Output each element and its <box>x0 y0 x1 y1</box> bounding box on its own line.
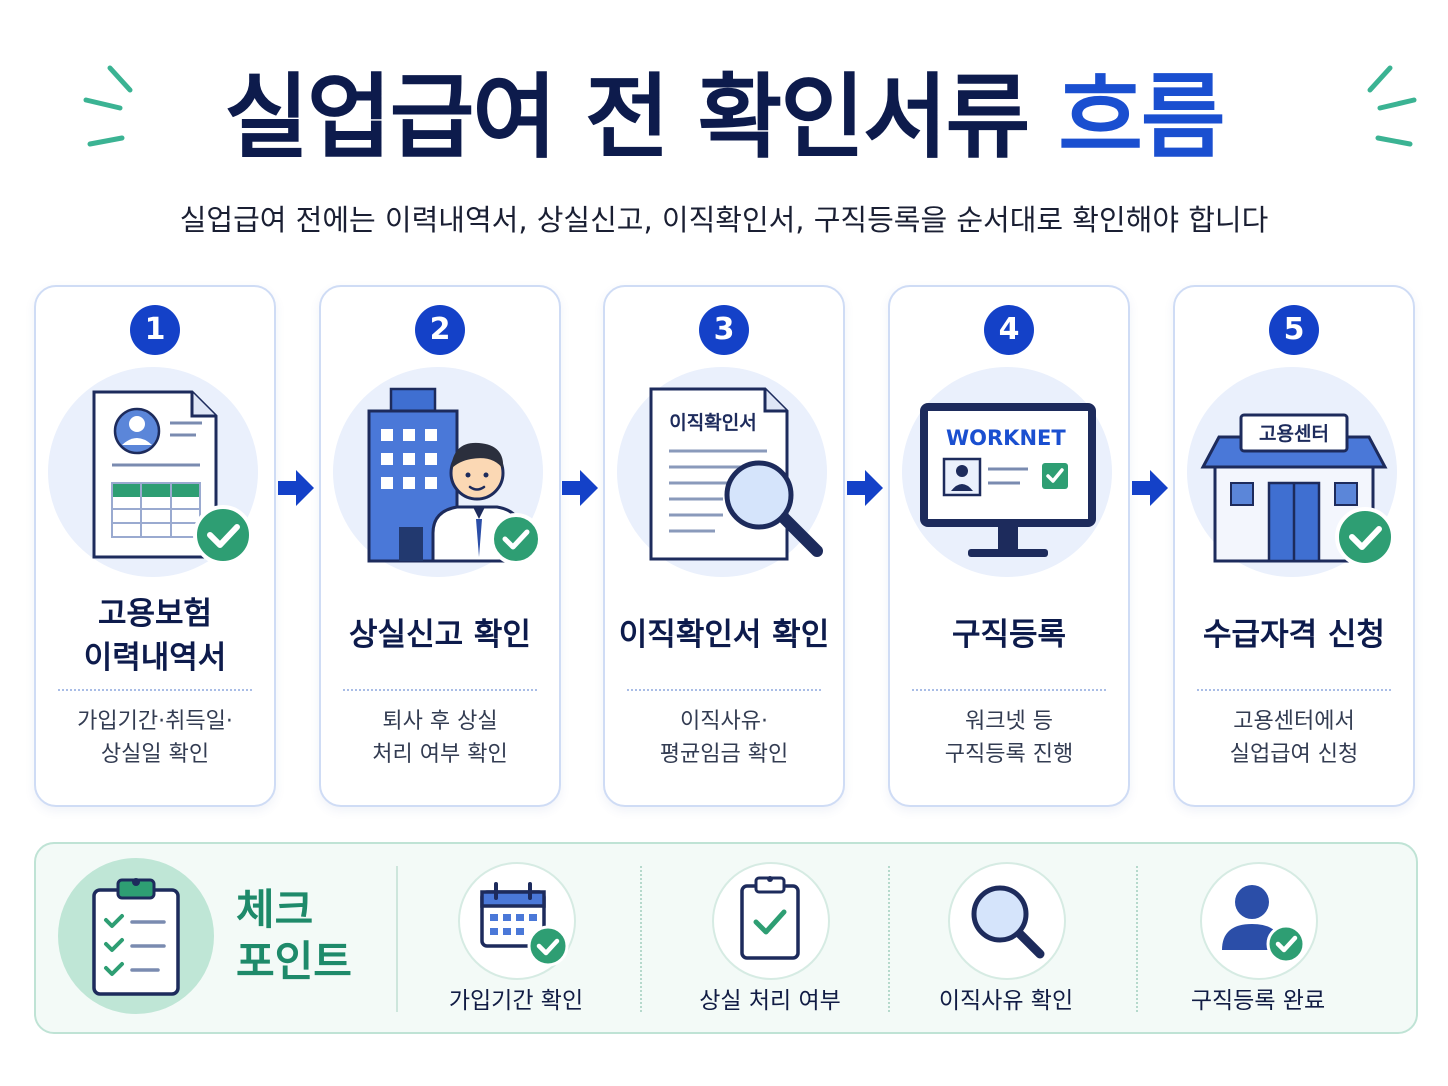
divider <box>1197 689 1391 691</box>
item-circle <box>1200 862 1318 980</box>
step-title-line2: 이력내역서 <box>83 640 227 676</box>
step-description: 이직사유· 평균임금 확인 <box>605 705 843 771</box>
divider <box>912 689 1106 691</box>
step-desc-line2: 실업급여 신청 <box>1229 742 1359 767</box>
divider <box>58 689 252 691</box>
step-description: 워크넷 등 구직등록 진행 <box>890 705 1128 771</box>
checkpoint-item-4: 구직등록 완료 <box>1158 862 1358 1022</box>
checkpoint-item-2: 상실 처리 여부 <box>670 862 870 1022</box>
arrow-right-icon <box>1132 470 1168 506</box>
step-number-badge: 1 <box>130 305 180 355</box>
checkpoint-item-label: 상실 처리 여부 <box>699 988 841 1014</box>
user-check-icon <box>1222 885 1306 964</box>
building-person-icon <box>367 387 542 565</box>
step-title: 고용보험 이력내역서 <box>36 592 274 680</box>
clipboard-checklist-icon <box>92 878 180 996</box>
checkpoint-title-line2: 포인트 <box>236 937 352 986</box>
title-main: 실업급여 전 확인서류 <box>224 64 1030 171</box>
checkpoint-panel: 체크 포인트 가입기간 확인 상실 처리 여부 <box>34 842 1418 1034</box>
divider <box>343 689 537 691</box>
divider <box>640 866 642 1012</box>
divider <box>627 689 821 691</box>
step-title: 상실신고 확인 <box>349 617 531 653</box>
step-title-line1: 고용보험 <box>97 596 213 632</box>
sparkle-right-icon <box>1367 65 1417 147</box>
step-card-5: 5 고용센터 수급자격 신청 고용센터에서 실업급여 신청 <box>1173 285 1415 807</box>
step-desc-line1: 퇴사 후 상실 <box>382 709 498 734</box>
step-desc-line2: 상실일 확인 <box>100 742 210 767</box>
monitor-icon: WORKNET <box>920 403 1096 557</box>
step-title: 수급자격 신청 <box>1203 617 1385 653</box>
step-desc-line2: 구직등록 진행 <box>944 742 1074 767</box>
divider <box>888 866 890 1012</box>
step-desc-line1: 가입기간·취득일· <box>77 709 233 734</box>
step-card-2: 2 상실신고 확인 퇴사 후 상실 처리 여부 확인 <box>319 285 561 807</box>
step-description: 퇴사 후 상실 처리 여부 확인 <box>321 705 559 771</box>
doc-label: 이직확인서 <box>669 411 756 434</box>
step-number-badge: 2 <box>415 305 465 355</box>
sparkle-left-icon <box>83 65 133 147</box>
step-card-1: 1 고용보험 이력내역서 가입기간·취득일· 상실일 확인 <box>34 285 276 807</box>
divider <box>1136 866 1138 1012</box>
magnifier-icon <box>971 885 1045 959</box>
step-desc-line1: 워크넷 등 <box>965 709 1053 734</box>
step-number-badge: 4 <box>984 305 1034 355</box>
step-number-badge: 3 <box>699 305 749 355</box>
checkpoint-item-3: 이직사유 확인 <box>906 862 1106 1022</box>
arrow-right-icon <box>847 470 883 506</box>
step-card-4: 4 WORKNET 구직등록 워크넷 등 구직등록 진행 <box>888 285 1130 807</box>
checkpoint-title: 체크 포인트 <box>236 884 352 988</box>
step-desc-line1: 고용센터에서 <box>1233 709 1355 734</box>
checkpoint-item-1: 가입기간 확인 <box>416 862 616 1022</box>
step-number-badge: 5 <box>1269 305 1319 355</box>
arrow-right-icon <box>562 470 598 506</box>
checkpoint-item-label: 이직사유 확인 <box>938 988 1074 1014</box>
sign-label: 고용센터 <box>1259 423 1329 445</box>
divider <box>396 866 398 1012</box>
step-desc-line1: 이직사유· <box>680 709 768 734</box>
step-title: 구직등록 <box>951 617 1067 653</box>
checkpoint-title-line1: 체크 <box>236 885 314 934</box>
step-desc-line2: 평균임금 확인 <box>659 742 789 767</box>
employment-center-icon: 고용센터 <box>1200 413 1395 567</box>
step-description: 가입기간·취득일· 상실일 확인 <box>36 705 274 771</box>
step-title: 이직확인서 확인 <box>618 617 830 653</box>
step-card-3: 3 이직확인서 이직확인서 확인 이직사유· 평균임금 확인 <box>603 285 845 807</box>
magnifier-document-icon: 이직확인서 <box>649 387 823 561</box>
page-subtitle: 실업급여 전에는 이력내역서, 상실신고, 이직확인서, 구직등록을 순서대로 … <box>179 203 1269 237</box>
step-desc-line2: 처리 여부 확인 <box>372 742 508 767</box>
title-accent: 흐름 <box>1058 64 1225 171</box>
checkpoint-item-label: 가입기간 확인 <box>448 988 584 1014</box>
document-check-icon <box>92 390 253 565</box>
step-description: 고용센터에서 실업급여 신청 <box>1175 705 1413 771</box>
calendar-check-icon <box>480 882 569 967</box>
arrow-right-icon <box>278 470 314 506</box>
screen-label: WORKNET <box>946 426 1066 450</box>
clipboard-check-icon <box>740 876 800 960</box>
checkpoint-item-label: 구직등록 완료 <box>1190 988 1326 1014</box>
page-title: 실업급여 전 확인서류 흐름 <box>0 58 1448 178</box>
